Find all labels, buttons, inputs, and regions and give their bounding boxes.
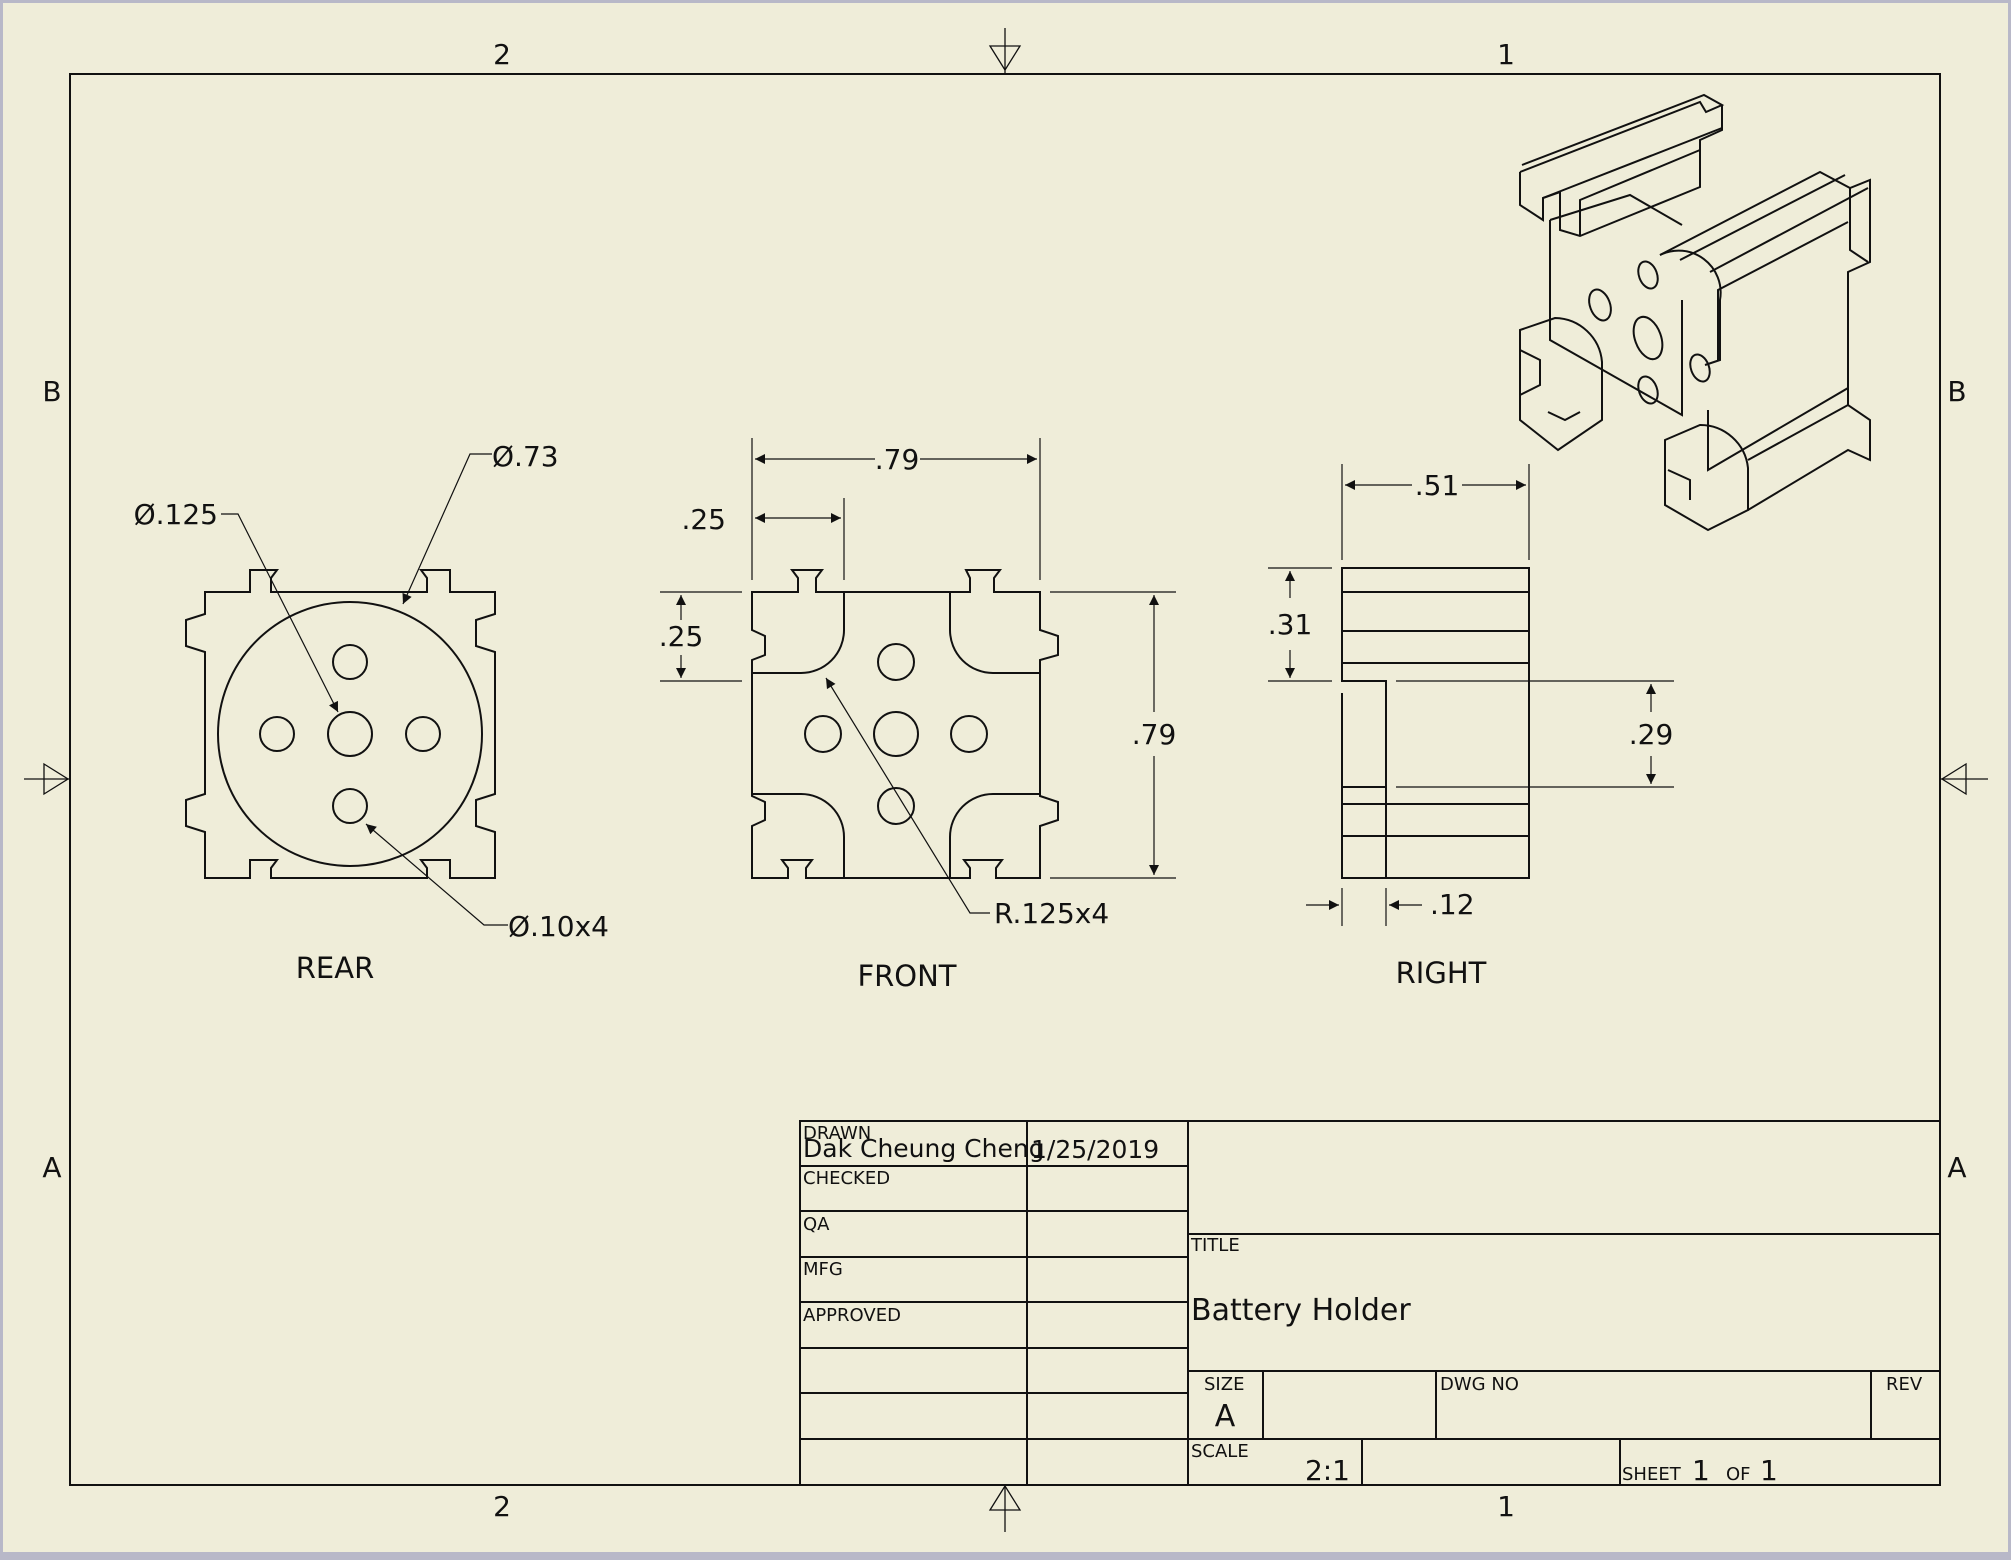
front-dim-radius: R.125x4	[994, 897, 1109, 930]
rear-hole-left	[259, 716, 295, 752]
title-block: DRAWN Dak Cheung Cheng 1/25/2019 CHECKED…	[799, 1120, 1941, 1487]
rev-label: REV	[1886, 1374, 1923, 1395]
front-hole-left	[804, 715, 842, 753]
zone-bottom-2: 2	[493, 1490, 511, 1523]
rear-large-bore	[217, 601, 483, 867]
drawn-date: 1/25/2019	[1031, 1135, 1159, 1164]
center-mark-right	[1940, 762, 1988, 796]
right-dim-width: .51	[1415, 469, 1460, 502]
size-label: SIZE	[1204, 1374, 1244, 1395]
front-dim-slot-offset: .25	[681, 503, 726, 536]
drawn-label: DRAWN	[803, 1123, 871, 1144]
mfg-label: MFG	[803, 1259, 843, 1280]
rear-dim-dia-large: Ø.73	[492, 440, 559, 473]
front-view-label: FRONT	[857, 959, 956, 993]
front-outline	[751, 569, 845, 674]
zone-right-a: A	[1947, 1151, 1966, 1184]
sheet-total: 1	[1760, 1454, 1778, 1487]
scale-value: 2:1	[1305, 1454, 1350, 1487]
rear-hole-bottom	[332, 788, 368, 824]
right-view-label: RIGHT	[1396, 956, 1487, 990]
drawn-name: Dak Cheung Cheng	[803, 1134, 1045, 1163]
rear-center-hole	[327, 711, 373, 757]
checked-label: CHECKED	[803, 1168, 890, 1189]
centering-marks	[24, 28, 1988, 1532]
sheet-label: SHEET	[1622, 1464, 1682, 1485]
of-label: OF	[1726, 1464, 1751, 1485]
front-body	[751, 673, 845, 879]
front-dim-height: .79	[1132, 718, 1177, 751]
rear-view-label: REAR	[296, 951, 374, 985]
right-dim-gap: .29	[1629, 718, 1674, 751]
right-view: .51 .31 .29 .12 RIGHT	[1268, 464, 1674, 990]
leader-dia-center	[221, 513, 339, 713]
right-dim-lip: .12	[1430, 888, 1475, 921]
leader-dia-large	[402, 453, 492, 605]
front-hole-bottom	[877, 787, 915, 825]
zone-bottom-1: 1	[1497, 1490, 1515, 1523]
rear-outline	[185, 569, 496, 879]
center-mark-top	[988, 28, 1022, 74]
zone-top-1: 1	[1497, 38, 1515, 71]
size-value: A	[1215, 1399, 1236, 1434]
right-dim-upper: .31	[1268, 608, 1313, 641]
zone-right-b: B	[1947, 375, 1966, 408]
rear-dim-dia-center: Ø.125	[134, 498, 218, 531]
front-hole-right	[950, 715, 988, 753]
drawing-title: Battery Holder	[1191, 1293, 1411, 1328]
scale-label: SCALE	[1191, 1441, 1249, 1462]
zone-labels: 2 1 2 1 B A B A	[42, 38, 1966, 1523]
front-hole-center	[873, 711, 919, 757]
battery-holder-isometric-icon	[1519, 93, 1871, 532]
title-label: TITLE	[1190, 1235, 1240, 1256]
rear-hole-top	[332, 644, 368, 680]
qa-label: QA	[803, 1214, 830, 1235]
dwg-no-label: DWG NO	[1440, 1374, 1519, 1395]
zone-left-b: B	[42, 375, 61, 408]
rear-dim-dia-small: Ø.10x4	[508, 910, 609, 943]
leader-dia-small	[365, 823, 508, 926]
paper	[3, 3, 2008, 1552]
front-view: .79 .25 .25 .79 R.125x4 FRONT	[659, 438, 1177, 993]
leader-radius	[825, 677, 990, 914]
front-hole-top	[877, 643, 915, 681]
center-mark-left	[24, 762, 70, 796]
front-dim-width: .79	[875, 443, 920, 476]
rear-hole-right	[405, 716, 441, 752]
sheet-number: 1	[1692, 1454, 1710, 1487]
zone-top-2: 2	[493, 38, 511, 71]
approved-label: APPROVED	[803, 1305, 901, 1326]
front-dim-slot-depth: .25	[659, 620, 704, 653]
rear-view: Ø.73 Ø.125 Ø.10x4 REAR	[134, 440, 609, 985]
zone-left-a: A	[42, 1151, 61, 1184]
front-corner-tr	[949, 569, 1059, 674]
front-corner-br	[949, 673, 1059, 879]
center-mark-bottom	[988, 1484, 1022, 1532]
